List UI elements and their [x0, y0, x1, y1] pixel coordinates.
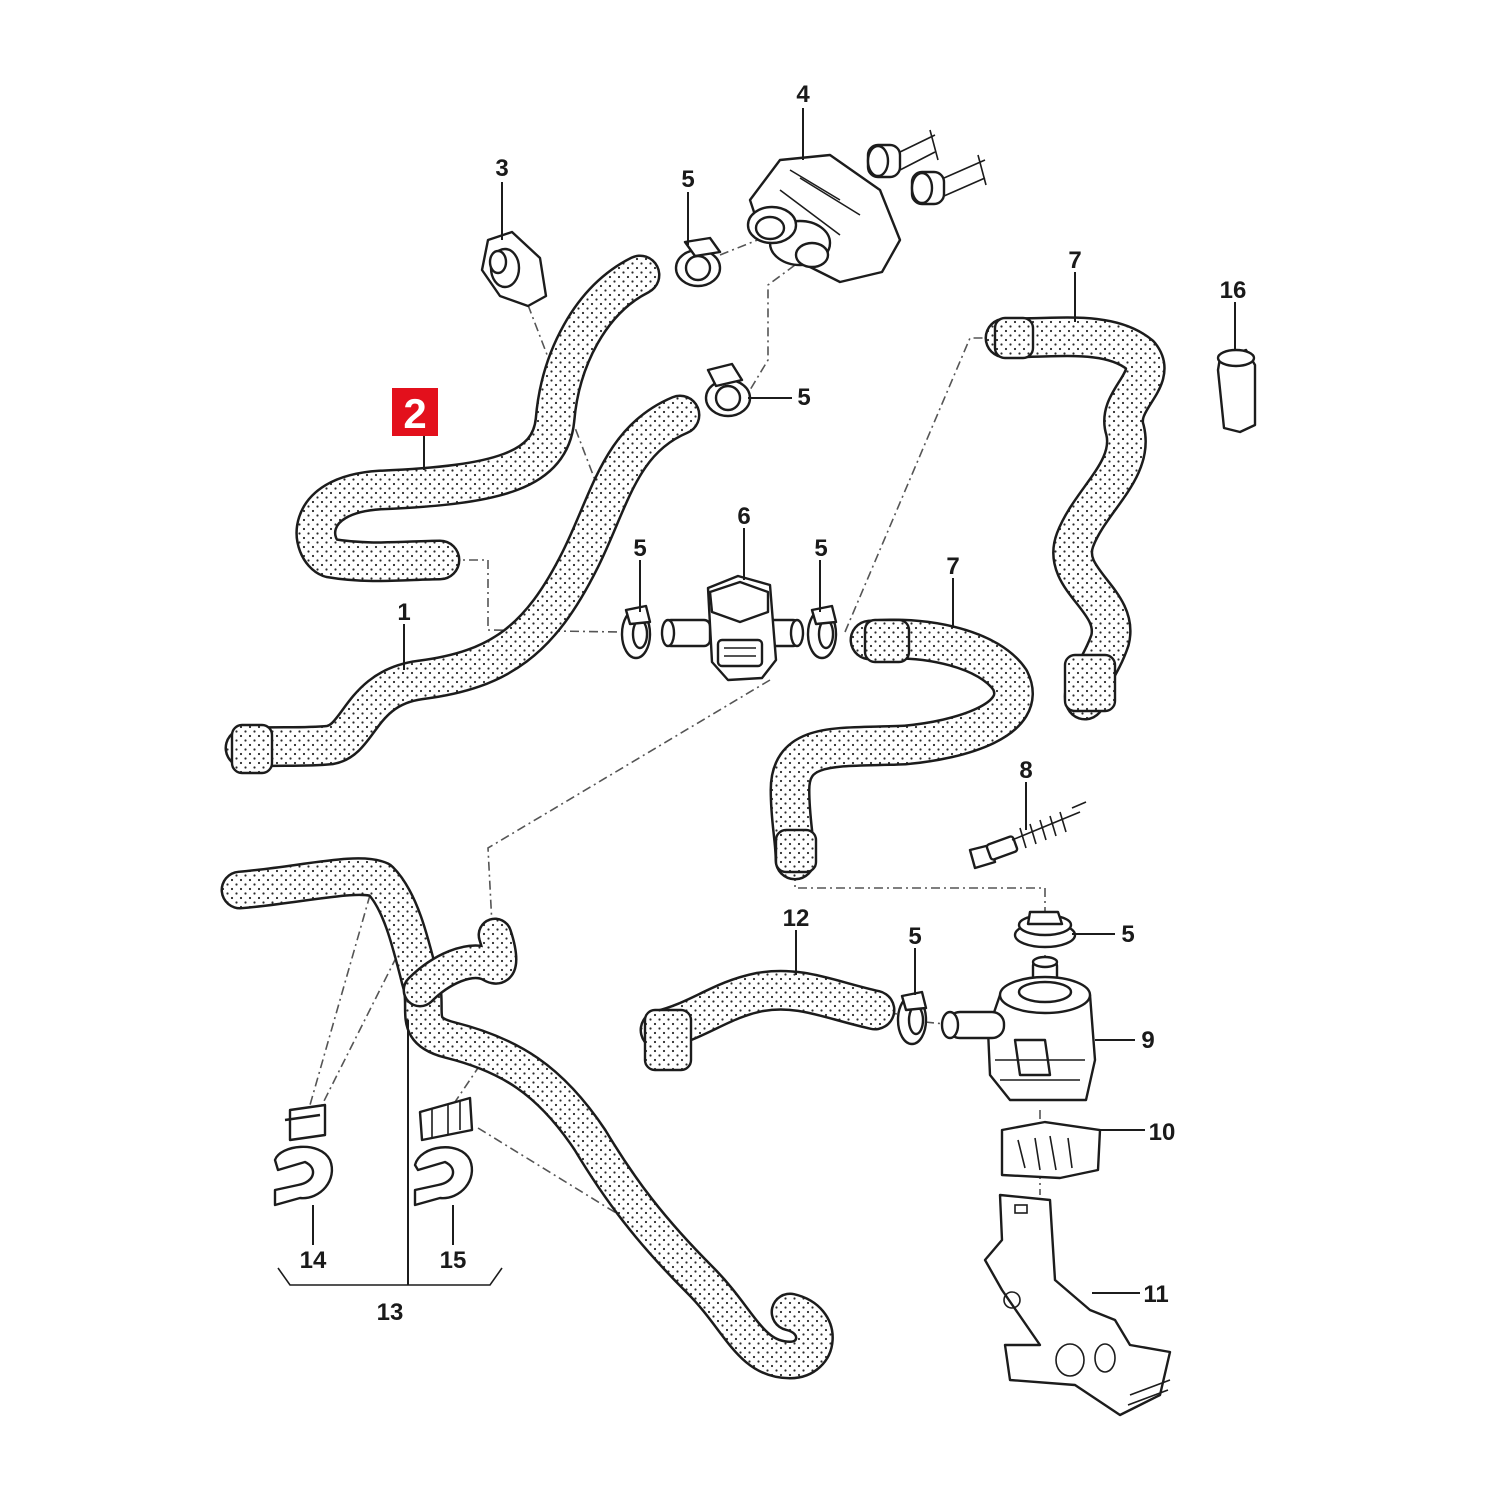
label-5-pump-top: 5: [1121, 921, 1134, 948]
clamp-pump-side: [896, 990, 928, 1046]
clamp-mid: [704, 362, 752, 418]
hose-7b-end-bottom: [774, 828, 818, 874]
label-7-mid: 7: [946, 553, 959, 580]
label-5-right-valve: 5: [814, 535, 827, 562]
label-15: 15: [440, 1247, 467, 1274]
clamp-pump-top: [1013, 910, 1077, 949]
label-5-top: 5: [681, 166, 694, 193]
hose-7-end-lower: [1063, 653, 1117, 713]
part-9-auxiliary-water-pump: [940, 955, 1097, 1102]
part-6-shutoff-valve: [660, 574, 805, 682]
label-10: 10: [1149, 1119, 1176, 1146]
label-16: 16: [1220, 277, 1247, 304]
label-6: 6: [737, 503, 750, 530]
label-4: 4: [796, 81, 810, 108]
label-5-mid: 5: [797, 384, 810, 411]
hose-1: [227, 397, 698, 766]
label-9: 9: [1141, 1027, 1154, 1054]
part-10-pump-cradle: [1000, 1120, 1102, 1180]
hose-13-branch: [405, 920, 515, 1005]
hose-12-end-left: [643, 1008, 693, 1072]
clamp-right-of-6: [806, 604, 838, 660]
hose-2: [297, 257, 658, 580]
part-16-blanking-plug: [1216, 348, 1257, 434]
leader-lines: [277, 108, 1236, 1294]
label-12: 12: [783, 905, 810, 932]
clamp-top: [674, 236, 722, 288]
label-14: 14: [300, 1247, 327, 1274]
callout-labels: 4 3 5 5 7 16 6 5 5 7 1 8 12 5 5 9 10 11 …: [300, 81, 1247, 1326]
label-1: 1: [397, 599, 410, 626]
part-15-hose-clip: [413, 1096, 474, 1207]
hose-13-main: [223, 859, 832, 1377]
hose-7-lower: [772, 621, 1032, 878]
part-11-mounting-bracket: [983, 1193, 1172, 1417]
part-4-bulkhead-grommet: [746, 129, 987, 284]
label-7-top: 7: [1068, 247, 1081, 274]
highlight-badge-2: 2: [392, 388, 438, 437]
part-14-hose-clip: [273, 1103, 333, 1207]
hose-1-end-fitting: [230, 723, 274, 775]
part-3-mounting-bracket: [480, 230, 548, 308]
label-5-left-valve: 5: [633, 535, 646, 562]
hose-7-end-upper: [993, 316, 1035, 360]
clamp-left-of-6: [620, 604, 652, 660]
hose-7-upper: [987, 318, 1164, 718]
label-11: 11: [1143, 1281, 1168, 1308]
hose-7b-end-left: [863, 618, 911, 664]
label-5-pump-side: 5: [908, 923, 921, 950]
label-3: 3: [495, 155, 508, 182]
label-8: 8: [1019, 757, 1032, 784]
part-8-bleeder-screw: [968, 801, 1087, 870]
label-13: 13: [377, 1299, 404, 1326]
hoses: [220, 254, 1166, 1380]
highlight-label: 2: [403, 390, 426, 437]
